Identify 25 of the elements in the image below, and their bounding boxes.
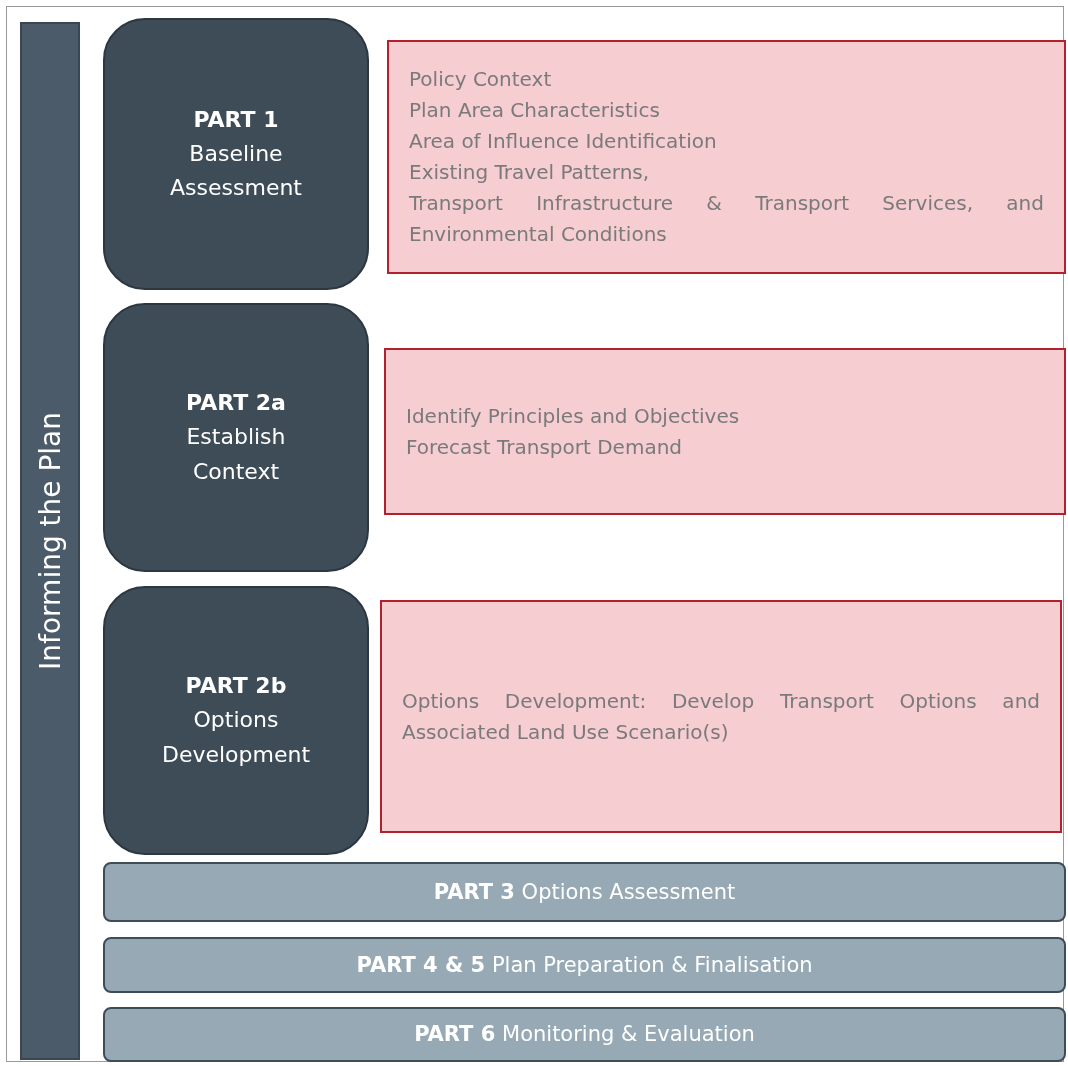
- task-item: Identify Principles and Objectives: [406, 402, 741, 430]
- banner-label: Informing the Plan: [33, 412, 67, 670]
- task-item: Transport Infrastructure & Transport Services, and Environmental Conditions: [409, 190, 1044, 248]
- stage-bar: PART 4 & 5 Plan Preparation & Finalisation: [103, 937, 1066, 993]
- stage-number: PART 1: [193, 105, 279, 134]
- stage-title: Options Development: [161, 706, 311, 769]
- task-item: Existing Travel Patterns,: [409, 159, 651, 186]
- stage-title: Baseline Assessment: [169, 139, 303, 203]
- vertical-banner: [20, 22, 80, 1060]
- stage-box: [103, 18, 369, 290]
- task-item: Options Development: Develop Transport Options and Associated Land Use Scenario(s): [402, 687, 1040, 746]
- task-panel: [384, 348, 1066, 515]
- stage-box: [103, 303, 369, 572]
- stage-bar: PART 3 Options Assessment: [103, 862, 1066, 922]
- task-item: Plan Area Characteristics: [409, 97, 661, 124]
- task-item: Area of Influence Identification: [409, 128, 718, 155]
- stage-number: PART 2b: [185, 672, 287, 701]
- task-item: Forecast Transport Demand: [406, 433, 683, 461]
- task-item: Policy Context: [409, 66, 553, 93]
- stage-box: [103, 586, 369, 855]
- stage-number: PART 2a: [186, 389, 286, 418]
- task-panel: [380, 600, 1062, 833]
- task-panel: [387, 40, 1066, 274]
- stage-bar: PART 6 Monitoring & Evaluation: [103, 1007, 1066, 1062]
- stage-title: Establish Context: [185, 423, 287, 486]
